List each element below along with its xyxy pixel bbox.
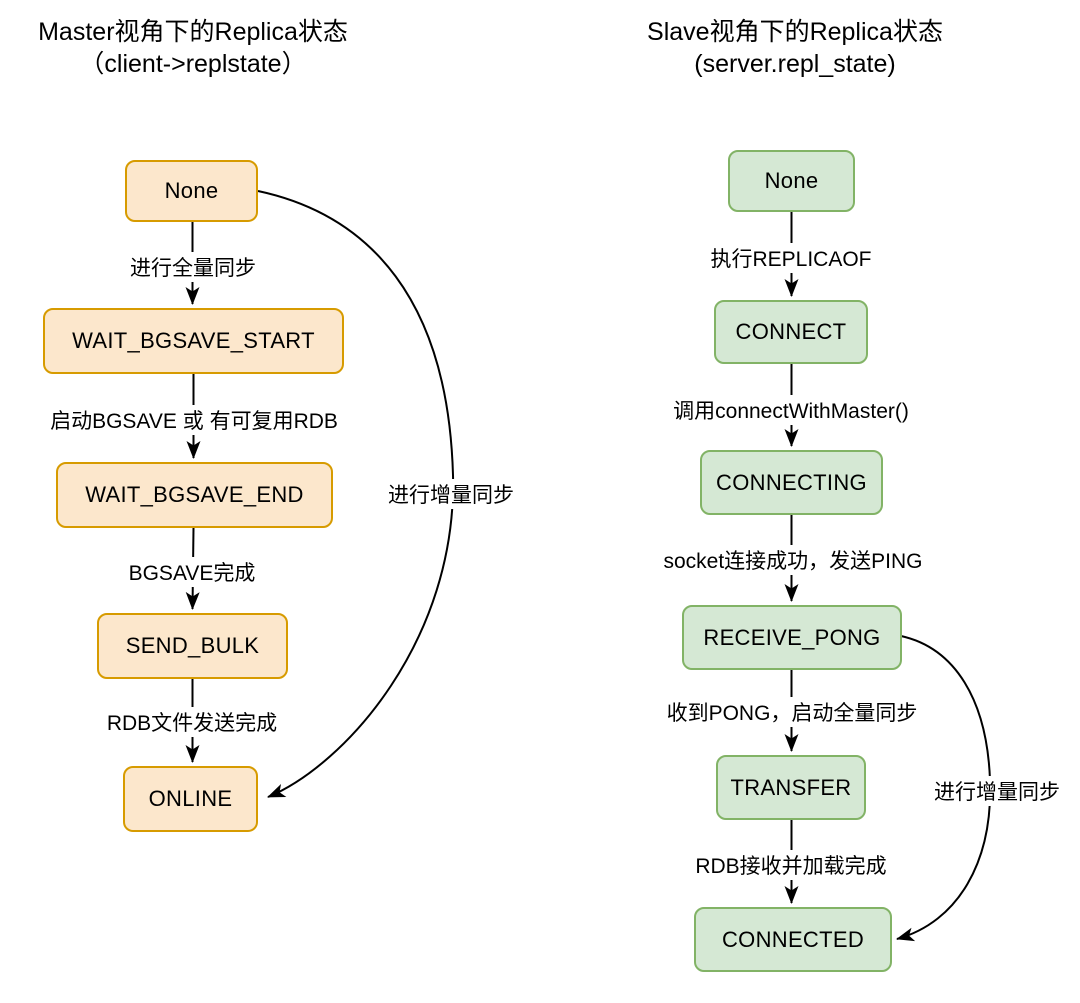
edge-label-incremental-sync-slave: 进行增量同步 xyxy=(930,776,1064,806)
state-node-connected: CONNECTED xyxy=(694,907,892,972)
state-node-wait-bgsave-start: WAIT_BGSAVE_START xyxy=(43,308,344,374)
edge-label-start-bgsave-or-reuse-rdb: 启动BGSAVE 或 有可复用RDB xyxy=(46,405,342,435)
master-diagram-title: Master视角下的Replica状态 （client->replstate） xyxy=(13,16,373,80)
edge-label-rdb-received-loaded: RDB接收并加载完成 xyxy=(691,850,891,880)
state-node-connecting: CONNECTING xyxy=(700,450,883,515)
state-node-wait-bgsave-end: WAIT_BGSAVE_END xyxy=(56,462,333,528)
state-node-send-bulk: SEND_BULK xyxy=(97,613,288,679)
state-node-receive-pong: RECEIVE_PONG xyxy=(682,605,902,670)
edge-label-socket-ok-send-ping: socket连接成功，发送PING xyxy=(659,545,927,575)
edge-label-full-sync: 进行全量同步 xyxy=(126,252,260,282)
state-node-none-master: None xyxy=(125,160,258,222)
state-node-online: ONLINE xyxy=(123,766,258,832)
slave-diagram-title: Slave视角下的Replica状态 (server.repl_state) xyxy=(605,16,985,80)
edge-label-incremental-sync-master: 进行增量同步 xyxy=(384,479,518,509)
master-title-line1: Master视角下的Replica状态 xyxy=(38,18,348,46)
master-title-line2: （client->replstate） xyxy=(79,50,307,78)
state-node-transfer: TRANSFER xyxy=(716,755,866,820)
edge-label-call-connectwithmaster: 调用connectWithMaster() xyxy=(669,395,913,425)
state-node-connect: CONNECT xyxy=(714,300,868,364)
slave-title-line1: Slave视角下的Replica状态 xyxy=(647,18,943,46)
state-node-none-slave: None xyxy=(728,150,855,212)
edge-label-got-pong-start-full-sync: 收到PONG，启动全量同步 xyxy=(662,697,922,727)
edge-label-rdb-file-sent: RDB文件发送完成 xyxy=(102,707,282,737)
slave-title-line2: (server.repl_state) xyxy=(694,50,896,78)
edge-label-bgsave-done: BGSAVE完成 xyxy=(124,557,260,587)
edge-label-exec-replicaof: 执行REPLICAOF xyxy=(706,243,876,273)
